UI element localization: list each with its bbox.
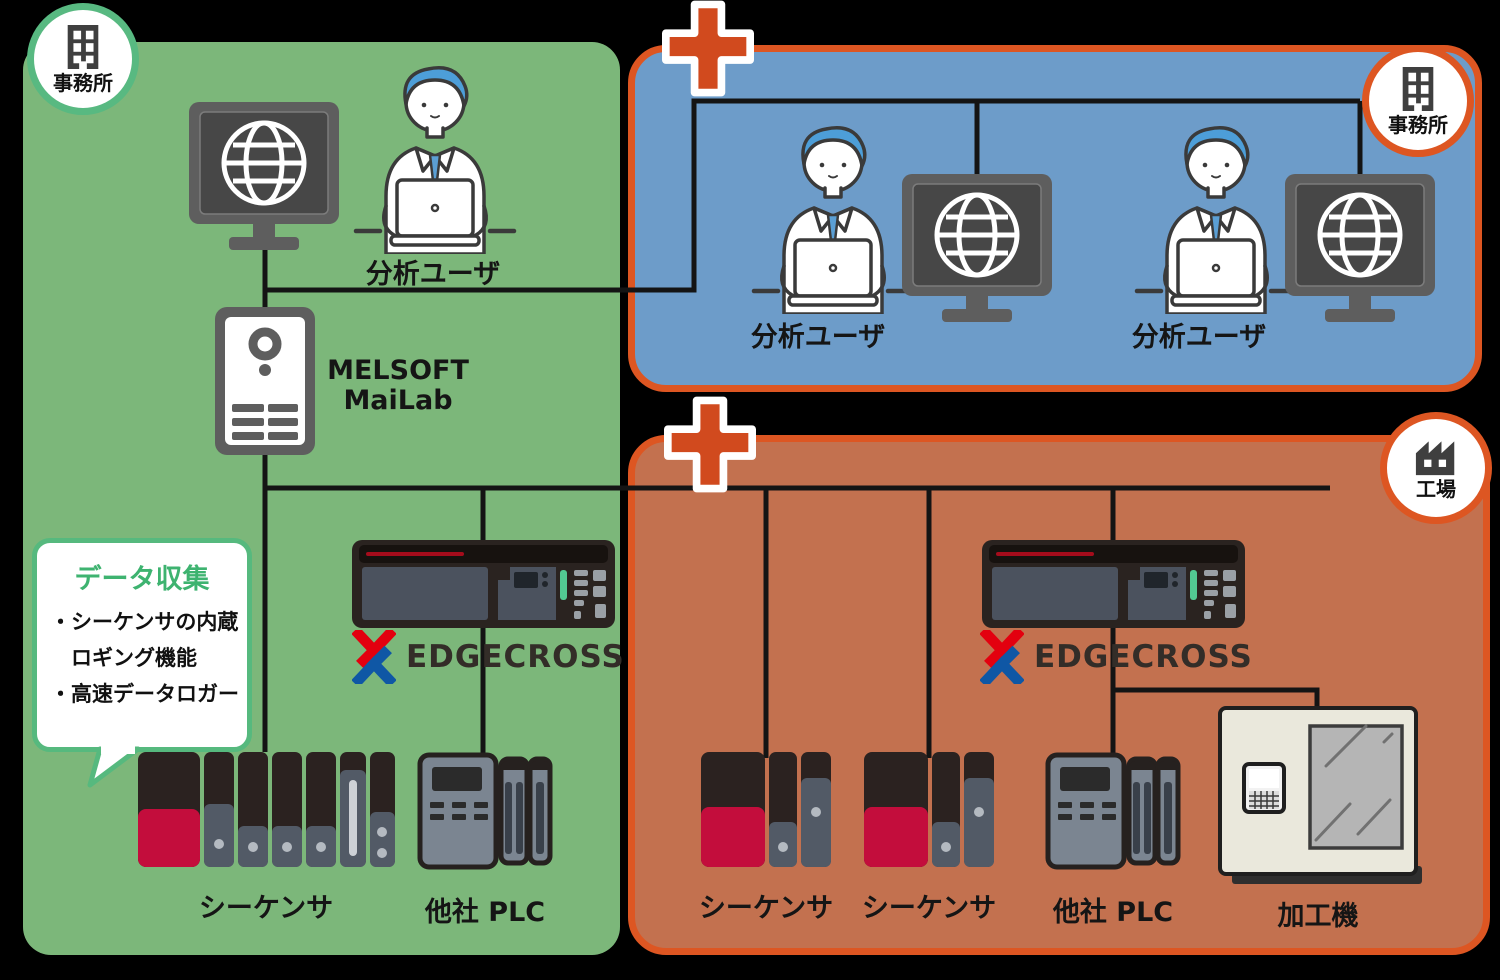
edgecross-x-icon [980, 630, 1024, 684]
callout-line: ロギング機能 [71, 646, 197, 671]
office-badge-left: 事務所 [27, 3, 139, 115]
edgecross-x-icon [352, 630, 396, 684]
sequencer-device [864, 752, 994, 867]
office-badge-left-label: 事務所 [53, 70, 113, 95]
plc-label: 他社 PLC [424, 897, 546, 928]
sequencer-label: シーケンサ [198, 893, 334, 924]
edgecross-logo: EDGECROSS [980, 630, 1253, 684]
analyst-label: 分析ユーザ [365, 259, 501, 290]
globe-monitor-icon [900, 172, 1054, 324]
edgecross-logo: EDGECROSS [352, 630, 625, 684]
plc-device [417, 752, 553, 870]
sequencer-device [138, 752, 395, 867]
globe-monitor-icon [187, 100, 341, 252]
data-collection-callout: データ収集 ・シーケンサの内蔵 ロギング機能 ・高速データロガー [32, 538, 252, 752]
melsoft-label-line2: MaiLab [343, 385, 453, 417]
callout-line: ・高速データロガー [50, 682, 239, 707]
edgecross-gateway-device [982, 540, 1245, 628]
plc-label: 他社 PLC [1052, 897, 1174, 928]
plus-icon [664, 396, 756, 493]
machine-label: 加工機 [1277, 901, 1359, 932]
plus-icon [662, 0, 754, 97]
factory-icon [1412, 435, 1460, 477]
analyst-label: 分析ユーザ [750, 322, 886, 353]
callout-line: ・シーケンサの内蔵 [50, 610, 239, 634]
sequencer-label: シーケンサ [698, 893, 834, 924]
machine-device [1218, 700, 1423, 892]
melsoft-label-line1: MELSOFT [327, 355, 469, 386]
melsoft-mailab-label: MELSOFT MaiLab [327, 355, 469, 417]
server-icon [212, 304, 318, 458]
callout-title: データ収集 [74, 564, 210, 595]
office-badge-right: 事務所 [1362, 45, 1474, 157]
analyst-illustration [1131, 118, 1301, 314]
callout-tail [87, 745, 141, 788]
sequencer-label: シーケンサ [861, 893, 997, 924]
edgecross-logo-text: EDGECROSS [406, 639, 625, 675]
plc-device [1045, 752, 1181, 870]
edgecross-logo-text: EDGECROSS [1034, 639, 1253, 675]
building-icon [1396, 65, 1440, 113]
analyst-label: 分析ユーザ [1131, 322, 1267, 353]
analyst-illustration [748, 118, 918, 314]
globe-monitor-icon [1283, 172, 1437, 324]
analyst-illustration [350, 58, 520, 254]
factory-badge-label: 工場 [1416, 476, 1456, 501]
sequencer-device [701, 752, 831, 867]
factory-badge: 工場 [1380, 412, 1492, 524]
building-icon [61, 23, 105, 71]
office-badge-right-label: 事務所 [1388, 112, 1448, 137]
edgecross-gateway-device [352, 540, 615, 628]
